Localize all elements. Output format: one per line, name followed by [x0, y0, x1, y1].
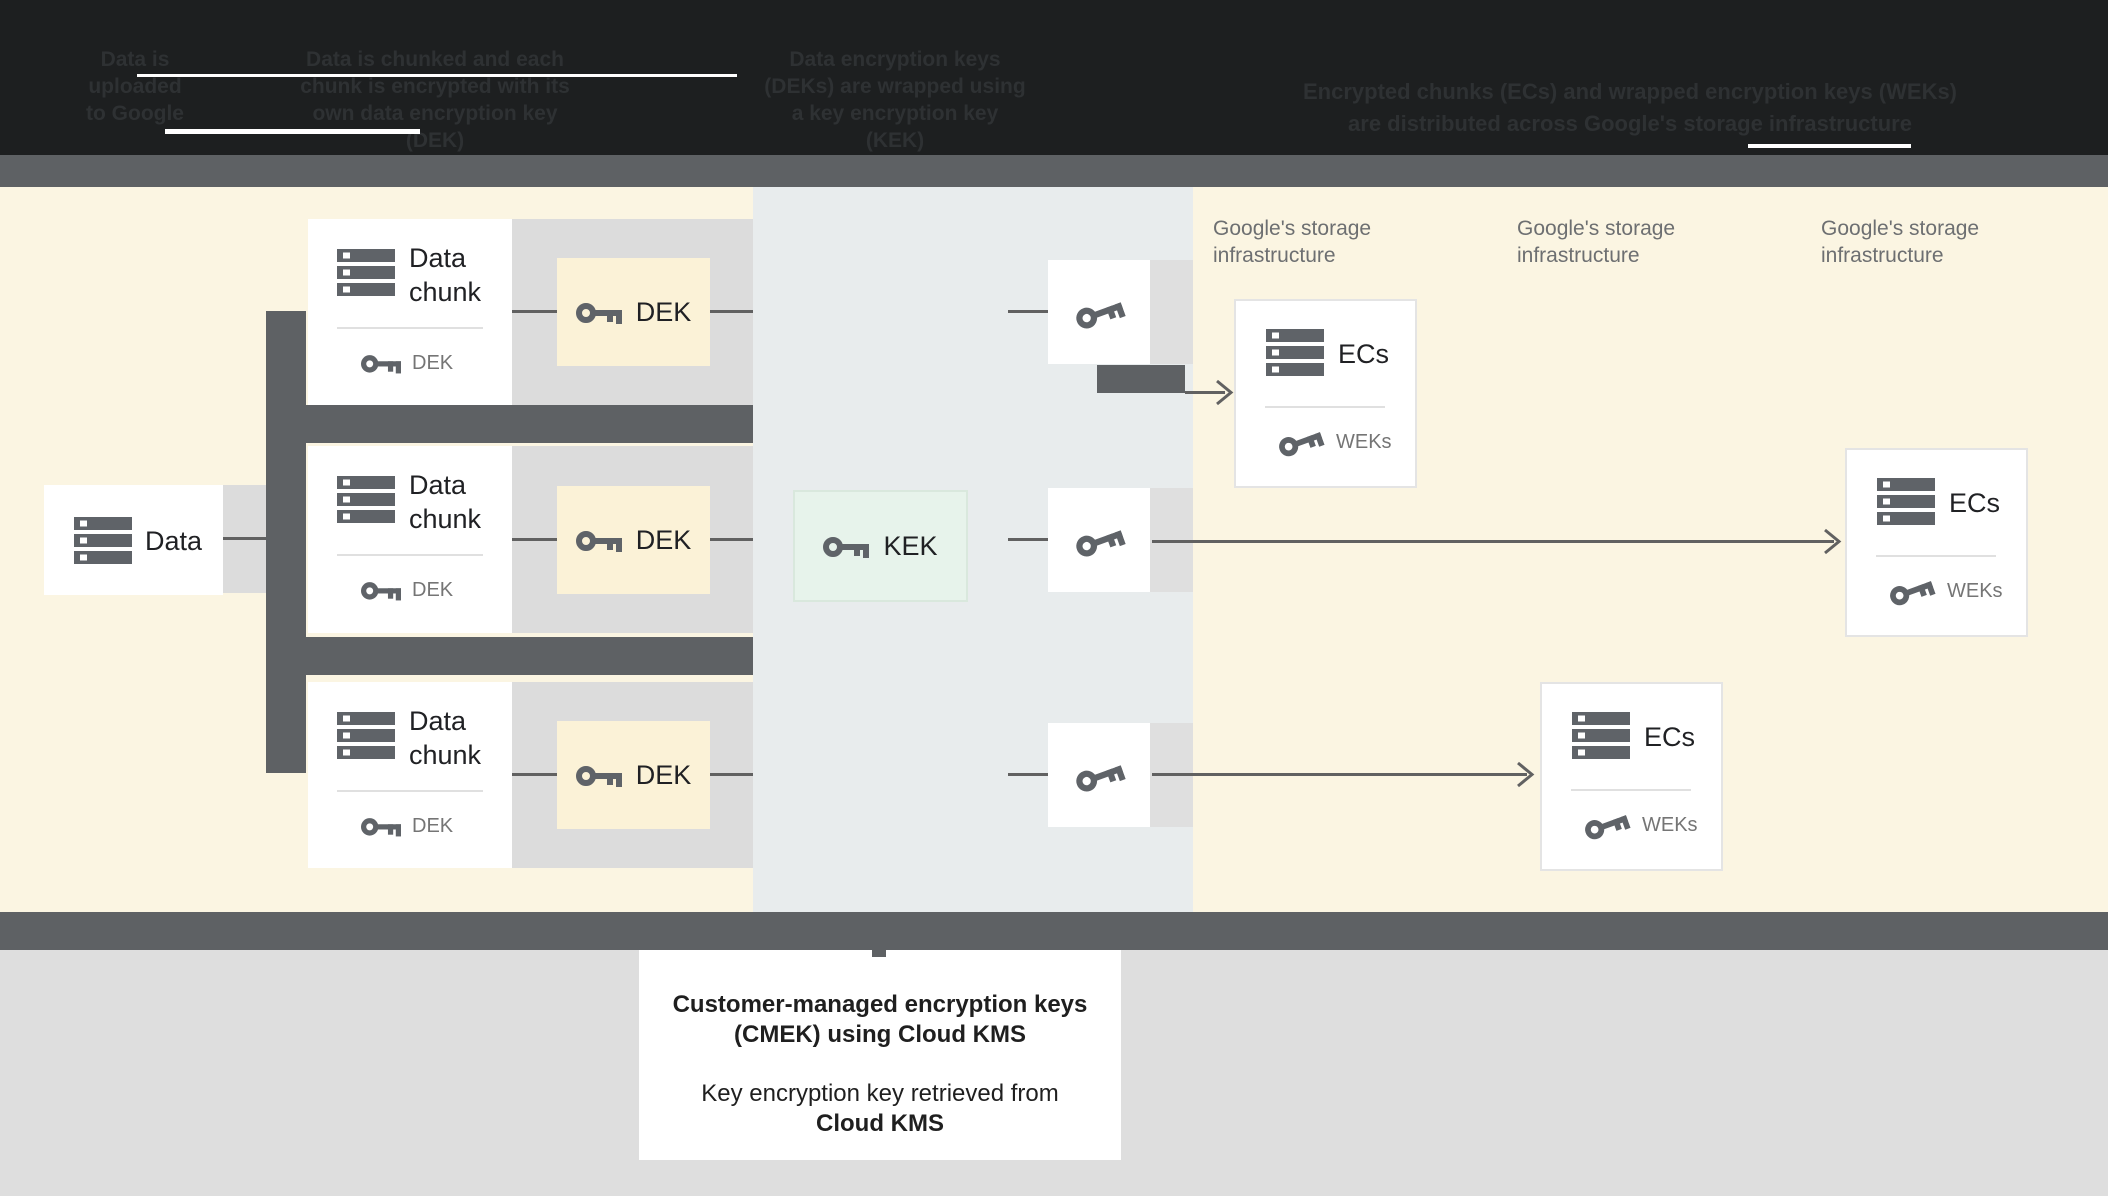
storage-label-3: Google's storage infrastructure — [1821, 217, 1980, 267]
arrowhead-icon — [1216, 379, 1234, 406]
thick-arrow-bar — [1097, 365, 1185, 393]
ec-card-right: ECs WEKs — [1845, 448, 2028, 637]
line-chunk3-to-dek — [512, 773, 557, 776]
top-divider-bar — [0, 155, 2108, 187]
database-icon — [1266, 329, 1324, 376]
key-icon — [1886, 571, 1936, 610]
card-divider — [337, 554, 483, 556]
storage-label-1: Google's storage infrastructure — [1213, 217, 1372, 267]
dek-box-2: DEK — [557, 486, 710, 594]
key-node-3 — [1048, 723, 1150, 827]
dek-box-label: DEK — [635, 296, 692, 327]
redaction-line — [1748, 144, 1911, 148]
key-icon — [1275, 422, 1325, 461]
line-dek1-out — [710, 310, 753, 313]
chunk-bracket — [266, 311, 306, 773]
key-icon — [1072, 291, 1126, 333]
data-box: Data — [44, 485, 223, 595]
key-icon — [576, 527, 622, 553]
chunk-dek-label: DEK — [412, 579, 454, 601]
key-icon — [1581, 805, 1631, 844]
key-node-1 — [1048, 260, 1150, 364]
dek-box-1: DEK — [557, 258, 710, 366]
chunk-dek-label: DEK — [412, 815, 454, 837]
caption-sub-line: Cloud KMS — [816, 1110, 944, 1137]
ec-card-title: ECs — [1644, 722, 1696, 752]
card-divider — [337, 327, 483, 329]
header-step-chunk: Data is chunked and each chunk is encryp… — [300, 48, 570, 152]
caption-sub-line: Key encryption key retrieved from — [701, 1080, 1059, 1107]
key-icon — [1072, 519, 1126, 561]
ec-weks-label: WEKs — [1947, 580, 2003, 602]
chunk-dek-label: DEK — [412, 352, 454, 374]
keynode-band-1 — [1150, 260, 1193, 364]
data-box-label: Data — [145, 526, 203, 556]
chunk-connector-bar-1 — [306, 405, 753, 443]
database-icon — [74, 517, 132, 564]
kek-box: KEK — [793, 490, 968, 602]
data-chunk-card-3: Data chunk DEK — [308, 682, 512, 868]
data-chunk-title: Data chunk — [409, 470, 482, 534]
line-dek3-out — [710, 773, 753, 776]
redaction-line — [137, 74, 737, 77]
card-divider — [1265, 406, 1385, 408]
line-into-keynode1 — [1008, 310, 1048, 313]
redaction-line — [165, 129, 420, 134]
key-icon — [576, 299, 622, 325]
line-into-keynode2 — [1008, 538, 1048, 541]
data-chunk-title: Data chunk — [409, 243, 482, 307]
key-icon — [576, 762, 622, 788]
line-chunk2-to-dek — [512, 538, 557, 541]
line-dek2-out — [710, 538, 753, 541]
header-step-distribute: Encrypted chunks (ECs) and wrapped encry… — [1302, 79, 1958, 136]
chunk-connector-bar-2 — [306, 637, 753, 675]
database-icon — [1877, 478, 1935, 525]
dek-box-label: DEK — [635, 759, 692, 790]
ec-card-bottom: ECs WEKs — [1540, 682, 1723, 871]
header-step-wrap: Data encryption keys (DEKs) are wrapped … — [764, 48, 1026, 152]
key-node-2 — [1048, 488, 1150, 592]
key-icon — [823, 533, 869, 559]
key-icon — [361, 578, 401, 602]
database-icon — [337, 476, 395, 523]
arrow-line-top — [1185, 391, 1225, 394]
key-icon — [361, 351, 401, 375]
card-divider — [1876, 555, 1996, 557]
line-into-keynode3 — [1008, 773, 1048, 776]
bottom-divider-bar — [0, 912, 2108, 950]
database-icon — [1572, 712, 1630, 759]
ec-weks-label: WEKs — [1642, 814, 1698, 836]
line-chunk1-to-dek — [512, 310, 557, 313]
database-icon — [337, 712, 395, 759]
card-divider — [337, 790, 483, 792]
arrow-line-right — [1152, 540, 1834, 543]
arrow-line-bottom — [1152, 773, 1527, 776]
arrowhead-icon — [1517, 761, 1535, 788]
ec-weks-label: WEKs — [1336, 431, 1392, 453]
caption-spacer — [639, 1050, 1121, 1079]
caption-title-line: Customer-managed encryption keys — [672, 991, 1088, 1018]
ec-card-top: ECs WEKs — [1234, 299, 1417, 488]
caption-title-line: (CMEK) using Cloud KMS — [734, 1021, 1026, 1048]
ec-card-title: ECs — [1338, 339, 1390, 369]
card-divider — [1571, 789, 1691, 791]
key-icon — [1072, 754, 1126, 796]
caption-box: Customer-managed encryption keys (CMEK) … — [639, 950, 1121, 1160]
line-data-to-bracket — [223, 537, 266, 540]
database-icon — [337, 249, 395, 296]
ec-card-title: ECs — [1949, 488, 2001, 518]
dek-box-3: DEK — [557, 721, 710, 829]
header: Data is uploaded to Google Data is chunk… — [0, 0, 2108, 155]
data-chunk-title: Data chunk — [409, 706, 482, 770]
kek-box-label: KEK — [883, 530, 938, 561]
dek-box-label: DEK — [635, 524, 692, 555]
key-icon — [361, 814, 401, 838]
storage-label-2: Google's storage infrastructure — [1517, 217, 1676, 267]
arrowhead-icon — [1824, 528, 1842, 555]
header-step-upload: Data is uploaded to Google — [86, 48, 184, 125]
caption-notch — [872, 950, 886, 957]
data-chunk-card-1: Data chunk DEK — [308, 219, 512, 405]
data-chunk-card-2: Data chunk DEK — [308, 446, 512, 633]
